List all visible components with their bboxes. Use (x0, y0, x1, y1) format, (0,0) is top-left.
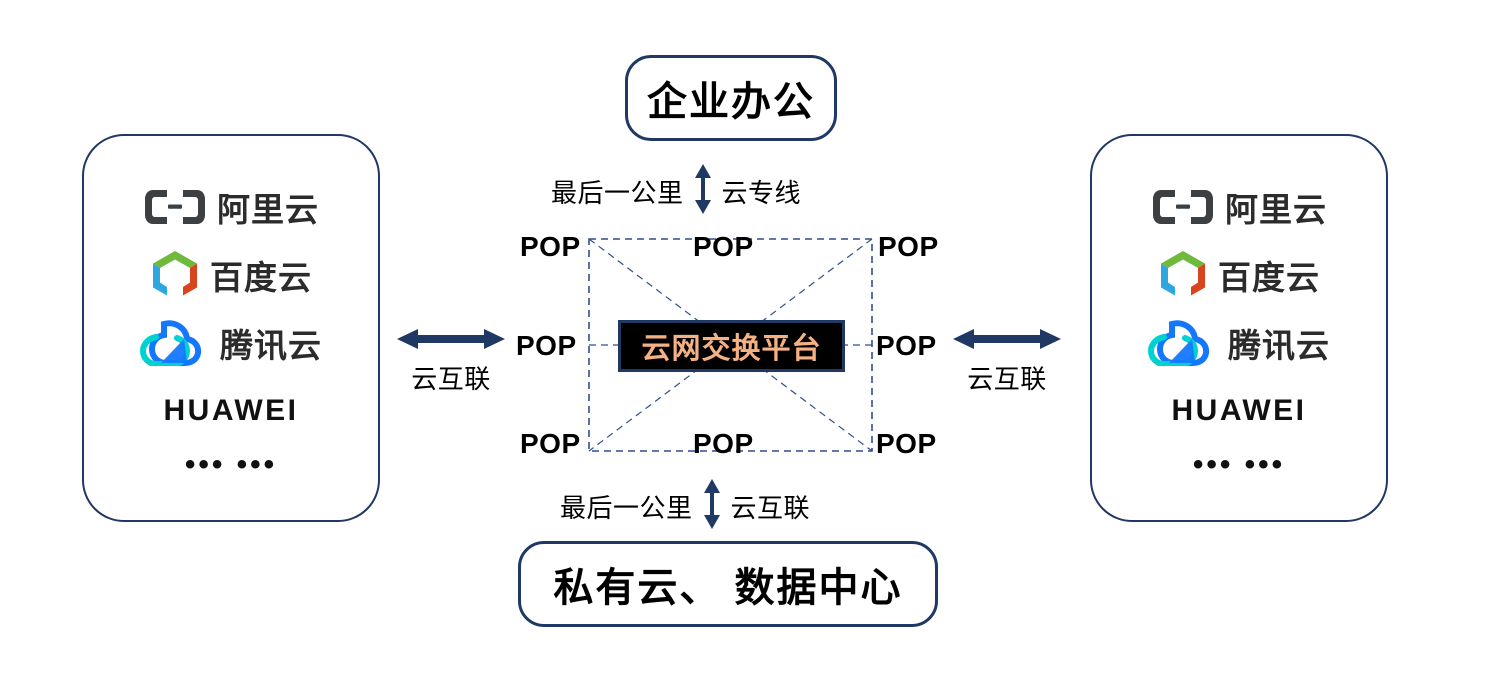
connector-bottom-right-label: 云互联 (730, 493, 811, 523)
double-arrow-horizontal-icon (396, 326, 506, 357)
connector-right: 云互联 (952, 326, 1062, 396)
connector-left: 云互联 (396, 326, 506, 396)
provider-name-baidu: 百度云 (210, 259, 312, 296)
cloud-provider-panel-right: 阿里云 百度云 腾讯云 HUAWEI (1090, 134, 1388, 522)
provider-row-huawei: HUAWEI (1092, 380, 1386, 442)
cloud-provider-panel-left: 阿里云 百度云 腾讯云 (82, 134, 380, 522)
double-arrow-vertical-icon (692, 163, 714, 220)
provider-row-baidu: 百度云 (84, 244, 378, 306)
mesh-lines (588, 238, 873, 452)
cloud-network-exchange-platform-box: 云网交换平台 (618, 320, 845, 372)
provider-name-baidu: 百度云 (1218, 259, 1320, 296)
pop-node-bottom-right: POP (876, 428, 937, 459)
connector-bottom: 最后一公里 云互联 (560, 478, 810, 535)
pop-node-mid-right: POP (876, 330, 937, 361)
tencent-cloud-logo-icon (1148, 320, 1218, 366)
pop-node-mid-left: POP (516, 330, 577, 361)
pop-mesh-network (588, 238, 873, 452)
provider-row-tencent: 腾讯云 (1092, 312, 1386, 374)
provider-name-tencent: 腾讯云 (1228, 327, 1330, 364)
connector-right-label: 云互联 (967, 364, 1047, 394)
endpoint-box-enterprise-office: 企业办公 (625, 55, 837, 141)
connector-top-right-label: 云专线 (721, 178, 802, 208)
baidu-cloud-logo-icon (150, 249, 200, 301)
connector-top-left-label: 最后一公里 (551, 178, 684, 208)
pop-node-bottom-left: POP (520, 428, 581, 459)
aliyun-logo-icon (143, 188, 207, 226)
provider-row-huawei: HUAWEI (84, 380, 378, 442)
huawei-wordmark-icon: HUAWEI (1171, 394, 1307, 427)
pop-node-top-left: POP (520, 231, 581, 262)
double-arrow-vertical-icon (701, 478, 723, 535)
connector-bottom-left-label: 最后一公里 (560, 493, 693, 523)
pop-node-top-right: POP (878, 231, 939, 262)
double-arrow-horizontal-icon (952, 326, 1062, 357)
baidu-cloud-logo-icon (1158, 249, 1208, 301)
provider-row-aliyun: 阿里云 (1092, 176, 1386, 238)
provider-name-aliyun: 阿里云 (1225, 191, 1327, 228)
more-providers-ellipsis-right: ••• ••• (1192, 448, 1286, 481)
provider-name-tencent: 腾讯云 (220, 327, 322, 364)
pop-node-top-center: POP (693, 231, 754, 262)
more-providers-ellipsis-left: ••• ••• (184, 448, 278, 481)
provider-name-aliyun: 阿里云 (217, 191, 319, 228)
provider-row-tencent: 腾讯云 (84, 312, 378, 374)
endpoint-box-private-cloud-datacenter: 私有云、 数据中心 (518, 541, 938, 627)
huawei-wordmark-icon: HUAWEI (163, 394, 299, 427)
connector-left-label: 云互联 (411, 364, 491, 394)
provider-row-baidu: 百度云 (1092, 244, 1386, 306)
aliyun-logo-icon (1151, 188, 1215, 226)
tencent-cloud-logo-icon (140, 320, 210, 366)
provider-row-aliyun: 阿里云 (84, 176, 378, 238)
connector-top: 最后一公里 云专线 (551, 163, 801, 220)
pop-node-bottom-center: POP (693, 428, 754, 459)
